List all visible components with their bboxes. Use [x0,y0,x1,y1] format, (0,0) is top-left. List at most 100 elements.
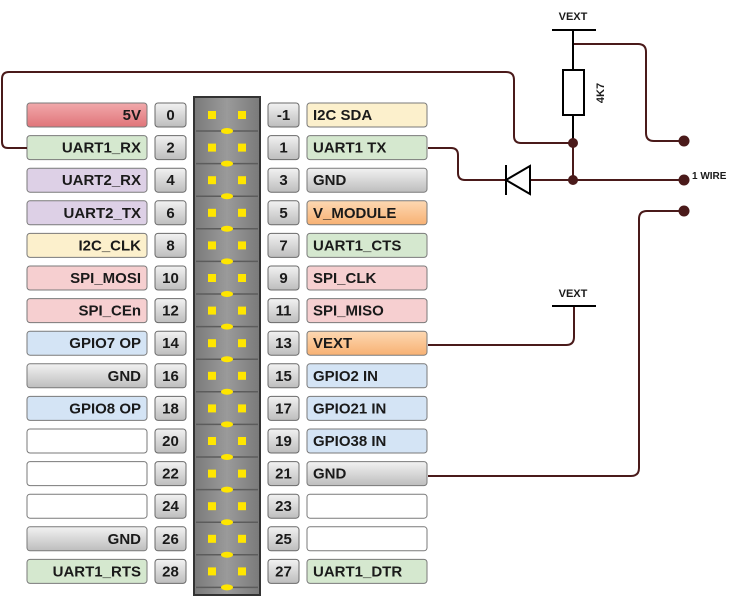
terminal-1wire [678,174,690,186]
wire-uart1-rx [1,71,573,149]
pin-label: V_MODULE [313,205,396,222]
pin-number-box [154,395,187,421]
header-pin [208,208,216,217]
pin-number-box [267,428,300,454]
pin-number-box [267,395,300,421]
pin-label-box [26,330,148,356]
pin-label-box [306,526,428,552]
resistor-body [562,69,585,116]
terminal-vext [678,135,690,147]
terminal-gnd [678,205,690,217]
pin-label-box [26,395,148,421]
header-pin [208,371,216,380]
wire-gnd-21 [428,210,683,477]
header-key [221,551,233,558]
pin-label-box [26,493,148,519]
pin-label-box [306,363,428,389]
pin-label-box [26,363,148,389]
header-key [221,160,233,167]
pin-number: 26 [162,531,179,548]
pin-number-box [154,135,187,161]
pin-number-box [267,135,300,161]
pin-label: GND [313,466,347,483]
header-pin [208,437,216,445]
pin-number-box [154,526,187,552]
pin-label: 5V [123,107,141,124]
wire-vext-13 [428,306,575,346]
header-key [221,356,233,363]
pin-label: UART1 TX [313,140,386,157]
pin-label-box [306,330,428,356]
pin-number: 21 [275,466,292,483]
pin-label: GND [108,368,142,385]
pin-number-box [154,265,187,291]
pin-label: UART1_DTR [313,563,402,580]
header-pin [208,339,216,348]
pin-number-box [154,102,187,128]
header-key [221,519,233,526]
pin-number: 18 [162,400,179,417]
header-key [221,323,233,330]
pin-number: 5 [279,205,287,222]
pin-number: 7 [279,237,287,254]
header-pin [238,111,246,119]
header-pin [208,404,216,413]
pin-number-box [154,330,187,356]
pin-label-box [306,395,428,421]
pin-label: SPI_MOSI [70,270,141,287]
junction-dot [568,175,578,185]
pin-number: 20 [162,433,179,450]
pin-label: GPIO7 OP [69,335,141,352]
header-pin [208,274,216,282]
pin-label: GND [313,172,347,189]
pin-number-box [267,493,300,519]
pin-label-box [306,102,428,128]
pin-number: 11 [276,303,292,320]
pin-label: UART2_TX [63,205,141,222]
header-key [221,584,233,591]
pin-number: 8 [166,237,174,254]
header-pin [238,437,246,445]
header-pin [238,306,246,315]
pin-number-box [267,461,300,487]
header-pin [208,567,216,576]
header-key [221,193,233,200]
pin-label: SPI_CLK [313,270,377,287]
pin-label-box [26,265,148,291]
pin-number-box [154,493,187,519]
header-key [221,291,233,297]
pin-number: 12 [162,303,179,320]
one-wire-label: 1 WIRE [692,171,727,182]
pin-number: 23 [275,498,292,515]
resistor-label: 4K7 [595,83,607,103]
wiring [1,43,683,477]
header-pin [238,241,246,250]
pin-number-box [267,200,300,226]
pin-number-box [154,558,187,584]
diode-triangle [504,164,531,196]
header-pin [238,469,246,478]
pin-number: 4 [166,172,175,189]
pin-number: 16 [162,368,179,385]
header-pin [208,143,216,152]
header-pin [238,339,246,348]
pin-label-box [306,265,428,291]
pin-number-box [267,558,300,584]
pin-label-box [306,135,428,161]
pin-number: -1 [277,107,290,124]
pin-label-box [306,232,428,258]
header-pin [238,274,246,282]
wire-vext-branch [573,43,683,142]
pin-label: UART2_RX [62,172,141,189]
pin-label: I2C SDA [313,107,372,124]
pin-number-box [154,298,187,324]
header-key [221,225,233,232]
junction-dot [568,138,578,148]
header-pin [208,534,216,543]
pin-label-box [306,298,428,324]
pin-number: 22 [162,466,179,483]
pin-label: GPIO38 IN [313,433,386,450]
